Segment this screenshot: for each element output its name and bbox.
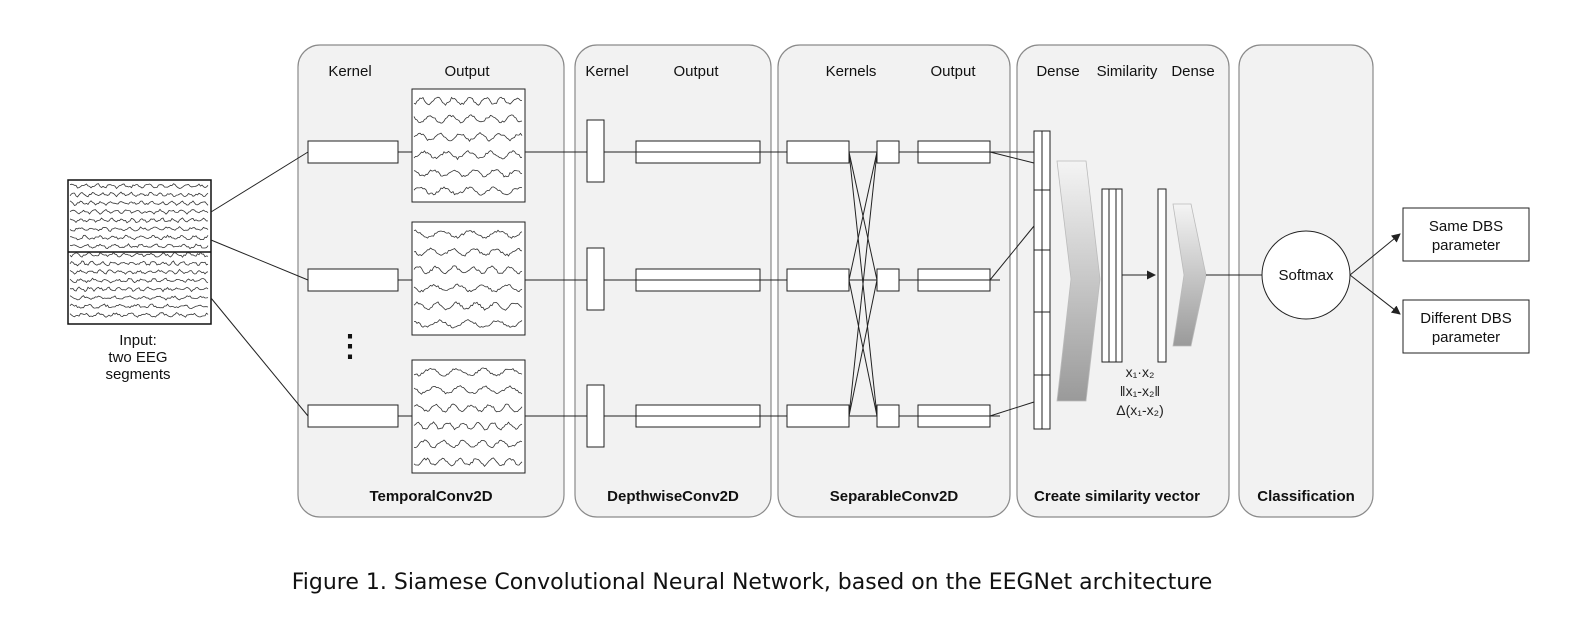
output-different-line1: Different DBS — [1420, 310, 1511, 327]
eeg-trace — [413, 301, 523, 311]
header-kernels-3: Kernels — [826, 63, 877, 80]
title-depthwiseconv2d: DepthwiseConv2D — [607, 488, 739, 505]
row3-temporal-kernel — [307, 404, 399, 428]
similarity-op-norm: ‖x₁-x₂‖ — [1120, 383, 1160, 399]
eeg-trace — [413, 457, 523, 467]
similarity-vector — [1101, 188, 1123, 363]
title-separableconv2d: SeparableConv2D — [830, 488, 959, 505]
dense-layer-1 — [1033, 130, 1051, 430]
row2-separable-kernel — [786, 268, 850, 292]
eeg-trace — [69, 251, 209, 258]
header-dense-b: Dense — [1171, 63, 1214, 80]
similarity-op-dot: x₁·x₂ — [1126, 364, 1155, 380]
output-same-line1: Same DBS — [1429, 218, 1503, 235]
input-eeg-image — [67, 179, 212, 325]
eeg-trace — [69, 312, 209, 318]
input-label-line2: two EEG — [108, 349, 167, 366]
row2-pointwise-kernel — [876, 268, 900, 292]
connector-row3-dense — [989, 401, 1035, 417]
row2-temporal-output — [411, 221, 526, 336]
eeg-trace — [69, 226, 209, 232]
eeg-trace — [69, 200, 209, 206]
title-similarity-vector: Create similarity vector — [1034, 488, 1200, 505]
eeg-trace — [413, 229, 523, 239]
eeg-trace — [413, 114, 523, 124]
eeg-trace — [69, 303, 209, 310]
header-kernel-2: Kernel — [585, 63, 628, 80]
eeg-trace — [69, 295, 209, 301]
eeg-trace — [69, 243, 209, 250]
eeg-trace — [413, 169, 523, 178]
eeg-trace — [413, 367, 523, 377]
output-same-dbs — [1402, 207, 1530, 262]
connector-row2-dense — [989, 225, 1035, 281]
arrow-to-same — [1349, 233, 1401, 276]
eeg-trace — [69, 217, 209, 224]
row3-depthwise-kernel — [586, 384, 605, 448]
figure-caption: Figure 1. Siamese Convolutional Neural N… — [292, 570, 1213, 595]
eeg-trace — [413, 265, 523, 275]
row3-separable-kernel — [786, 404, 850, 428]
eeg-trace — [413, 96, 522, 106]
input-label-line1: Input: — [119, 332, 157, 349]
separable-cross-connections — [848, 151, 878, 417]
output-different-line2: parameter — [1432, 329, 1500, 346]
header-output-3: Output — [930, 63, 976, 80]
eeg-trace — [69, 268, 209, 275]
eeg-trace — [69, 191, 209, 198]
arrow-to-different — [1349, 274, 1401, 315]
eeg-trace — [69, 277, 209, 284]
header-kernel-1: Kernel — [328, 63, 371, 80]
row3-temporal-output — [411, 359, 526, 474]
eeg-trace — [413, 421, 523, 431]
row2-depthwise-kernel — [586, 247, 605, 311]
ellipsis-more-rows: ⋮ — [335, 330, 365, 363]
eeg-trace — [69, 183, 209, 190]
eeg-trace — [413, 132, 523, 142]
eeg-trace — [413, 403, 523, 413]
connector-input-row3 — [210, 297, 309, 417]
eeg-trace — [69, 234, 209, 241]
dense-chevron-1 — [1056, 160, 1101, 402]
row1-temporal-output — [411, 88, 526, 203]
eeg-trace — [69, 260, 209, 267]
title-classification: Classification — [1257, 488, 1355, 505]
connector-input-row2 — [210, 239, 309, 281]
connector-row1-dense — [989, 151, 1035, 164]
eeg-trace — [413, 319, 523, 329]
softmax-label: Softmax — [1278, 267, 1334, 284]
eeg-trace — [413, 186, 523, 196]
connector-input-row1 — [210, 151, 309, 213]
row2-temporal-kernel — [307, 268, 399, 292]
row1-temporal-kernel — [307, 140, 399, 164]
row1-depthwise-kernel — [586, 119, 605, 183]
eeg-trace — [413, 439, 523, 449]
eeg-trace — [69, 208, 209, 215]
dense-chevron-2 — [1172, 203, 1207, 347]
output-same-line2: parameter — [1432, 237, 1500, 254]
header-output-1: Output — [444, 63, 490, 80]
eeg-trace — [69, 286, 209, 293]
title-temporalconv2d: TemporalConv2D — [369, 488, 492, 505]
eeg-trace — [413, 283, 523, 293]
eeg-trace — [413, 247, 523, 257]
row3-pointwise-kernel — [876, 404, 900, 428]
output-different-dbs — [1402, 299, 1530, 354]
similarity-op-delta: Δ(x₁-x₂) — [1116, 402, 1164, 418]
header-similarity: Similarity — [1097, 63, 1158, 80]
row1-separable-kernel — [786, 140, 850, 164]
header-dense-a: Dense — [1036, 63, 1079, 80]
row1-pointwise-kernel — [876, 140, 900, 164]
eeg-trace — [413, 150, 523, 161]
eeg-trace — [413, 385, 523, 395]
input-label-line3: segments — [105, 366, 170, 383]
dense-layer-2 — [1157, 188, 1167, 363]
header-output-2: Output — [673, 63, 719, 80]
